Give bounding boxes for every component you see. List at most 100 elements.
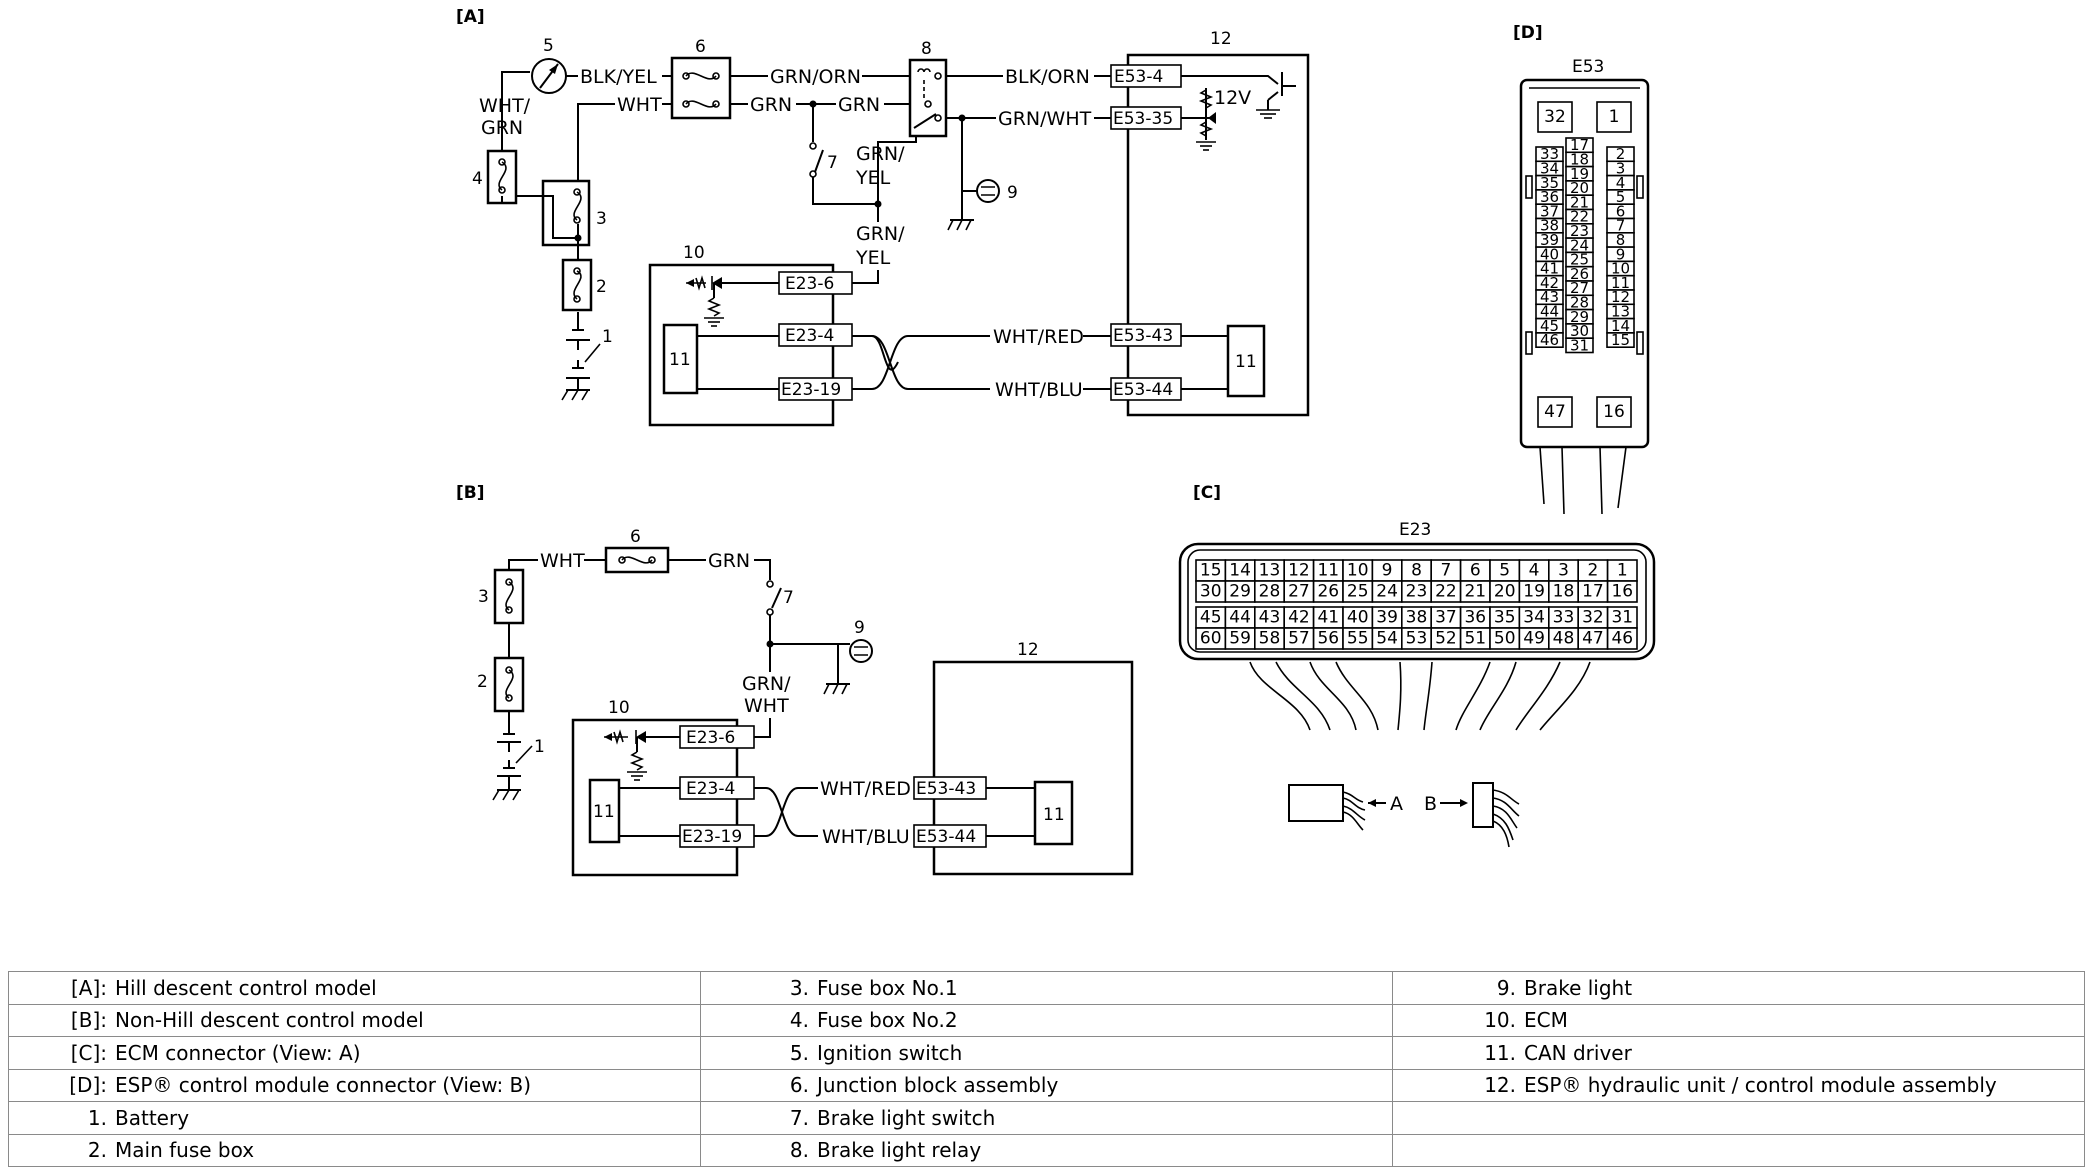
connector-pin-number: 11 bbox=[1611, 274, 1630, 292]
esp-12v-label: 12V bbox=[1214, 87, 1251, 109]
wire-a-grn-yel-2a: GRN/ bbox=[856, 223, 905, 245]
connector-pin-number: 12 bbox=[1611, 288, 1630, 306]
connector-pin-number: 1 bbox=[1609, 107, 1620, 127]
connector-pin-number: 37 bbox=[1540, 202, 1559, 220]
legend-row: [D]:ESP® control module connector (View:… bbox=[8, 1068, 2085, 1102]
connector-pin-number: 52 bbox=[1435, 629, 1457, 649]
connector-pin-number: 12 bbox=[1288, 561, 1310, 581]
brake-light-a: 9 bbox=[947, 118, 1018, 231]
connector-pin-cell bbox=[1535, 332, 1564, 348]
junction-block-b: 6 bbox=[604, 527, 670, 574]
connector-pin-number: 21 bbox=[1570, 193, 1589, 211]
legend-cell: 12. ESP® hydraulic unit / control module … bbox=[1392, 1068, 2085, 1102]
junction-block-a: 6 bbox=[670, 37, 732, 120]
connector-pin-number: 44 bbox=[1229, 608, 1251, 628]
brake-light-relay-a: 8 bbox=[908, 39, 948, 138]
legend-cell: 4.Fuse box No.2 bbox=[700, 1003, 1393, 1037]
connector-pin-number: 25 bbox=[1570, 251, 1589, 269]
connector-pin-number: 20 bbox=[1494, 582, 1516, 602]
main-fuse-box-b: 2 bbox=[477, 656, 525, 718]
connector-pin-number: 34 bbox=[1523, 608, 1545, 628]
section-b-non-hill-descent-diagram: [B] 1 2 bbox=[456, 483, 1134, 877]
connector-pin-number: 28 bbox=[1570, 293, 1589, 311]
esp-module-a: 12 E53-4 E53-35 E53-43 E53-44 12V bbox=[1110, 29, 1310, 417]
connector-pin-number: 50 bbox=[1494, 629, 1516, 649]
legend-cell: 11.CAN driver bbox=[1392, 1036, 2085, 1070]
view-a-label: A bbox=[1390, 793, 1403, 815]
can-driver-b-esp-number: 11 bbox=[1043, 805, 1065, 825]
esp-module-a-number: 12 bbox=[1210, 29, 1232, 49]
ecm-a: 10 E23-6 11 E23-4 E23-19 bbox=[648, 243, 853, 427]
connector-pin-number: 7 bbox=[1616, 217, 1626, 235]
ignition-switch-a-number: 5 bbox=[543, 36, 554, 56]
legend-key: 10. bbox=[1484, 1008, 1516, 1033]
connector-pin-number: 29 bbox=[1570, 308, 1589, 326]
connector-pin-number: 42 bbox=[1288, 608, 1310, 628]
wire-b-grn-wht-a: GRN/ bbox=[742, 673, 791, 695]
legend-key: 4. bbox=[789, 1008, 809, 1033]
legend-key: 1. bbox=[87, 1105, 107, 1130]
legend-key: 12. bbox=[1484, 1073, 1516, 1098]
main-fuse-box-a: 2 bbox=[561, 245, 607, 312]
terminal-e53-4-a: E53-4 bbox=[1114, 67, 1163, 87]
connector-pin-number: 59 bbox=[1229, 629, 1251, 649]
brake-light-switch-a-number: 7 bbox=[827, 153, 838, 173]
can-driver-b-ecm-number: 11 bbox=[593, 802, 615, 822]
legend-cell: 6.Junction block assembly bbox=[700, 1068, 1393, 1102]
legend-text: Brake light bbox=[1524, 975, 1633, 1000]
connector-pin-number: 19 bbox=[1570, 165, 1589, 183]
connector-pin-number: 43 bbox=[1259, 608, 1281, 628]
wire-a-grn-orn: GRN/ORN bbox=[770, 66, 861, 88]
legend-cell: [B]:Non-Hill descent control model bbox=[8, 1003, 701, 1037]
connector-pin-number: 54 bbox=[1376, 629, 1398, 649]
main-fuse-box-b-number: 2 bbox=[477, 672, 488, 692]
connector-pin-number: 56 bbox=[1317, 629, 1339, 649]
terminal-e53-44-b: E53-44 bbox=[916, 827, 976, 847]
connector-pin-number: 60 bbox=[1200, 629, 1222, 649]
connector-pin-number: 27 bbox=[1570, 279, 1589, 297]
connector-pin-number: 53 bbox=[1406, 629, 1428, 649]
connector-pin-number: 9 bbox=[1382, 561, 1393, 581]
connector-pin-number: 36 bbox=[1540, 188, 1559, 206]
wire-a-blk-orn: BLK/ORN bbox=[1005, 66, 1090, 88]
connector-pin-number: 30 bbox=[1570, 322, 1589, 340]
legend-key: 8. bbox=[789, 1138, 809, 1163]
connector-pin-number: 18 bbox=[1553, 582, 1575, 602]
legend-key: [C]: bbox=[70, 1040, 107, 1065]
connector-pin-number: 6 bbox=[1470, 561, 1481, 581]
terminal-e23-4-b: E23-4 bbox=[686, 779, 735, 799]
connector-pin-number: 15 bbox=[1611, 331, 1630, 349]
legend-text: ESP® hydraulic unit / control module ass… bbox=[1524, 1073, 1997, 1098]
wire-b-wht-red: WHT/RED bbox=[820, 778, 911, 800]
legend-cell bbox=[1392, 1133, 2085, 1167]
legend-cell: [C]:ECM connector (View: A) bbox=[8, 1036, 701, 1070]
can-driver-a-ecm-number: 11 bbox=[669, 350, 691, 370]
connector-pin-number: 27 bbox=[1288, 582, 1310, 602]
legend-key: [A]: bbox=[70, 975, 107, 1000]
wire-a-grn-yel-2b: YEL bbox=[855, 247, 891, 269]
wire-b-grn-wht-b: WHT bbox=[744, 695, 789, 717]
legend-cell: 1.Battery bbox=[8, 1101, 701, 1135]
connector-pin-number: 38 bbox=[1406, 608, 1428, 628]
connector-pin-cell bbox=[1596, 101, 1632, 133]
connector-pin-number: 48 bbox=[1553, 629, 1575, 649]
connector-pin-number: 45 bbox=[1540, 317, 1559, 335]
legend-key: 6. bbox=[789, 1073, 809, 1098]
legend-cell: [A]:Hill descent control model bbox=[8, 971, 701, 1005]
legend-cell: 3.Fuse box No.1 bbox=[700, 971, 1393, 1005]
connector-pin-cell bbox=[1537, 396, 1573, 428]
connector-pin-number: 32 bbox=[1544, 107, 1566, 127]
wiring-diagram: [A] 1 2 bbox=[456, 7, 1656, 877]
fuse-box-no1-a-number: 3 bbox=[596, 209, 607, 229]
connector-pin-number: 16 bbox=[1611, 582, 1633, 602]
connector-pin-number: 26 bbox=[1570, 265, 1589, 283]
connector-pin-number: 23 bbox=[1406, 582, 1428, 602]
connector-pin-cell bbox=[1537, 101, 1573, 133]
legend-text: Brake light relay bbox=[817, 1138, 982, 1163]
terminal-e53-43-a: E53-43 bbox=[1113, 326, 1173, 346]
fuse-box-no1-b-number: 3 bbox=[478, 587, 489, 607]
legend-key: [B]: bbox=[70, 1008, 107, 1033]
